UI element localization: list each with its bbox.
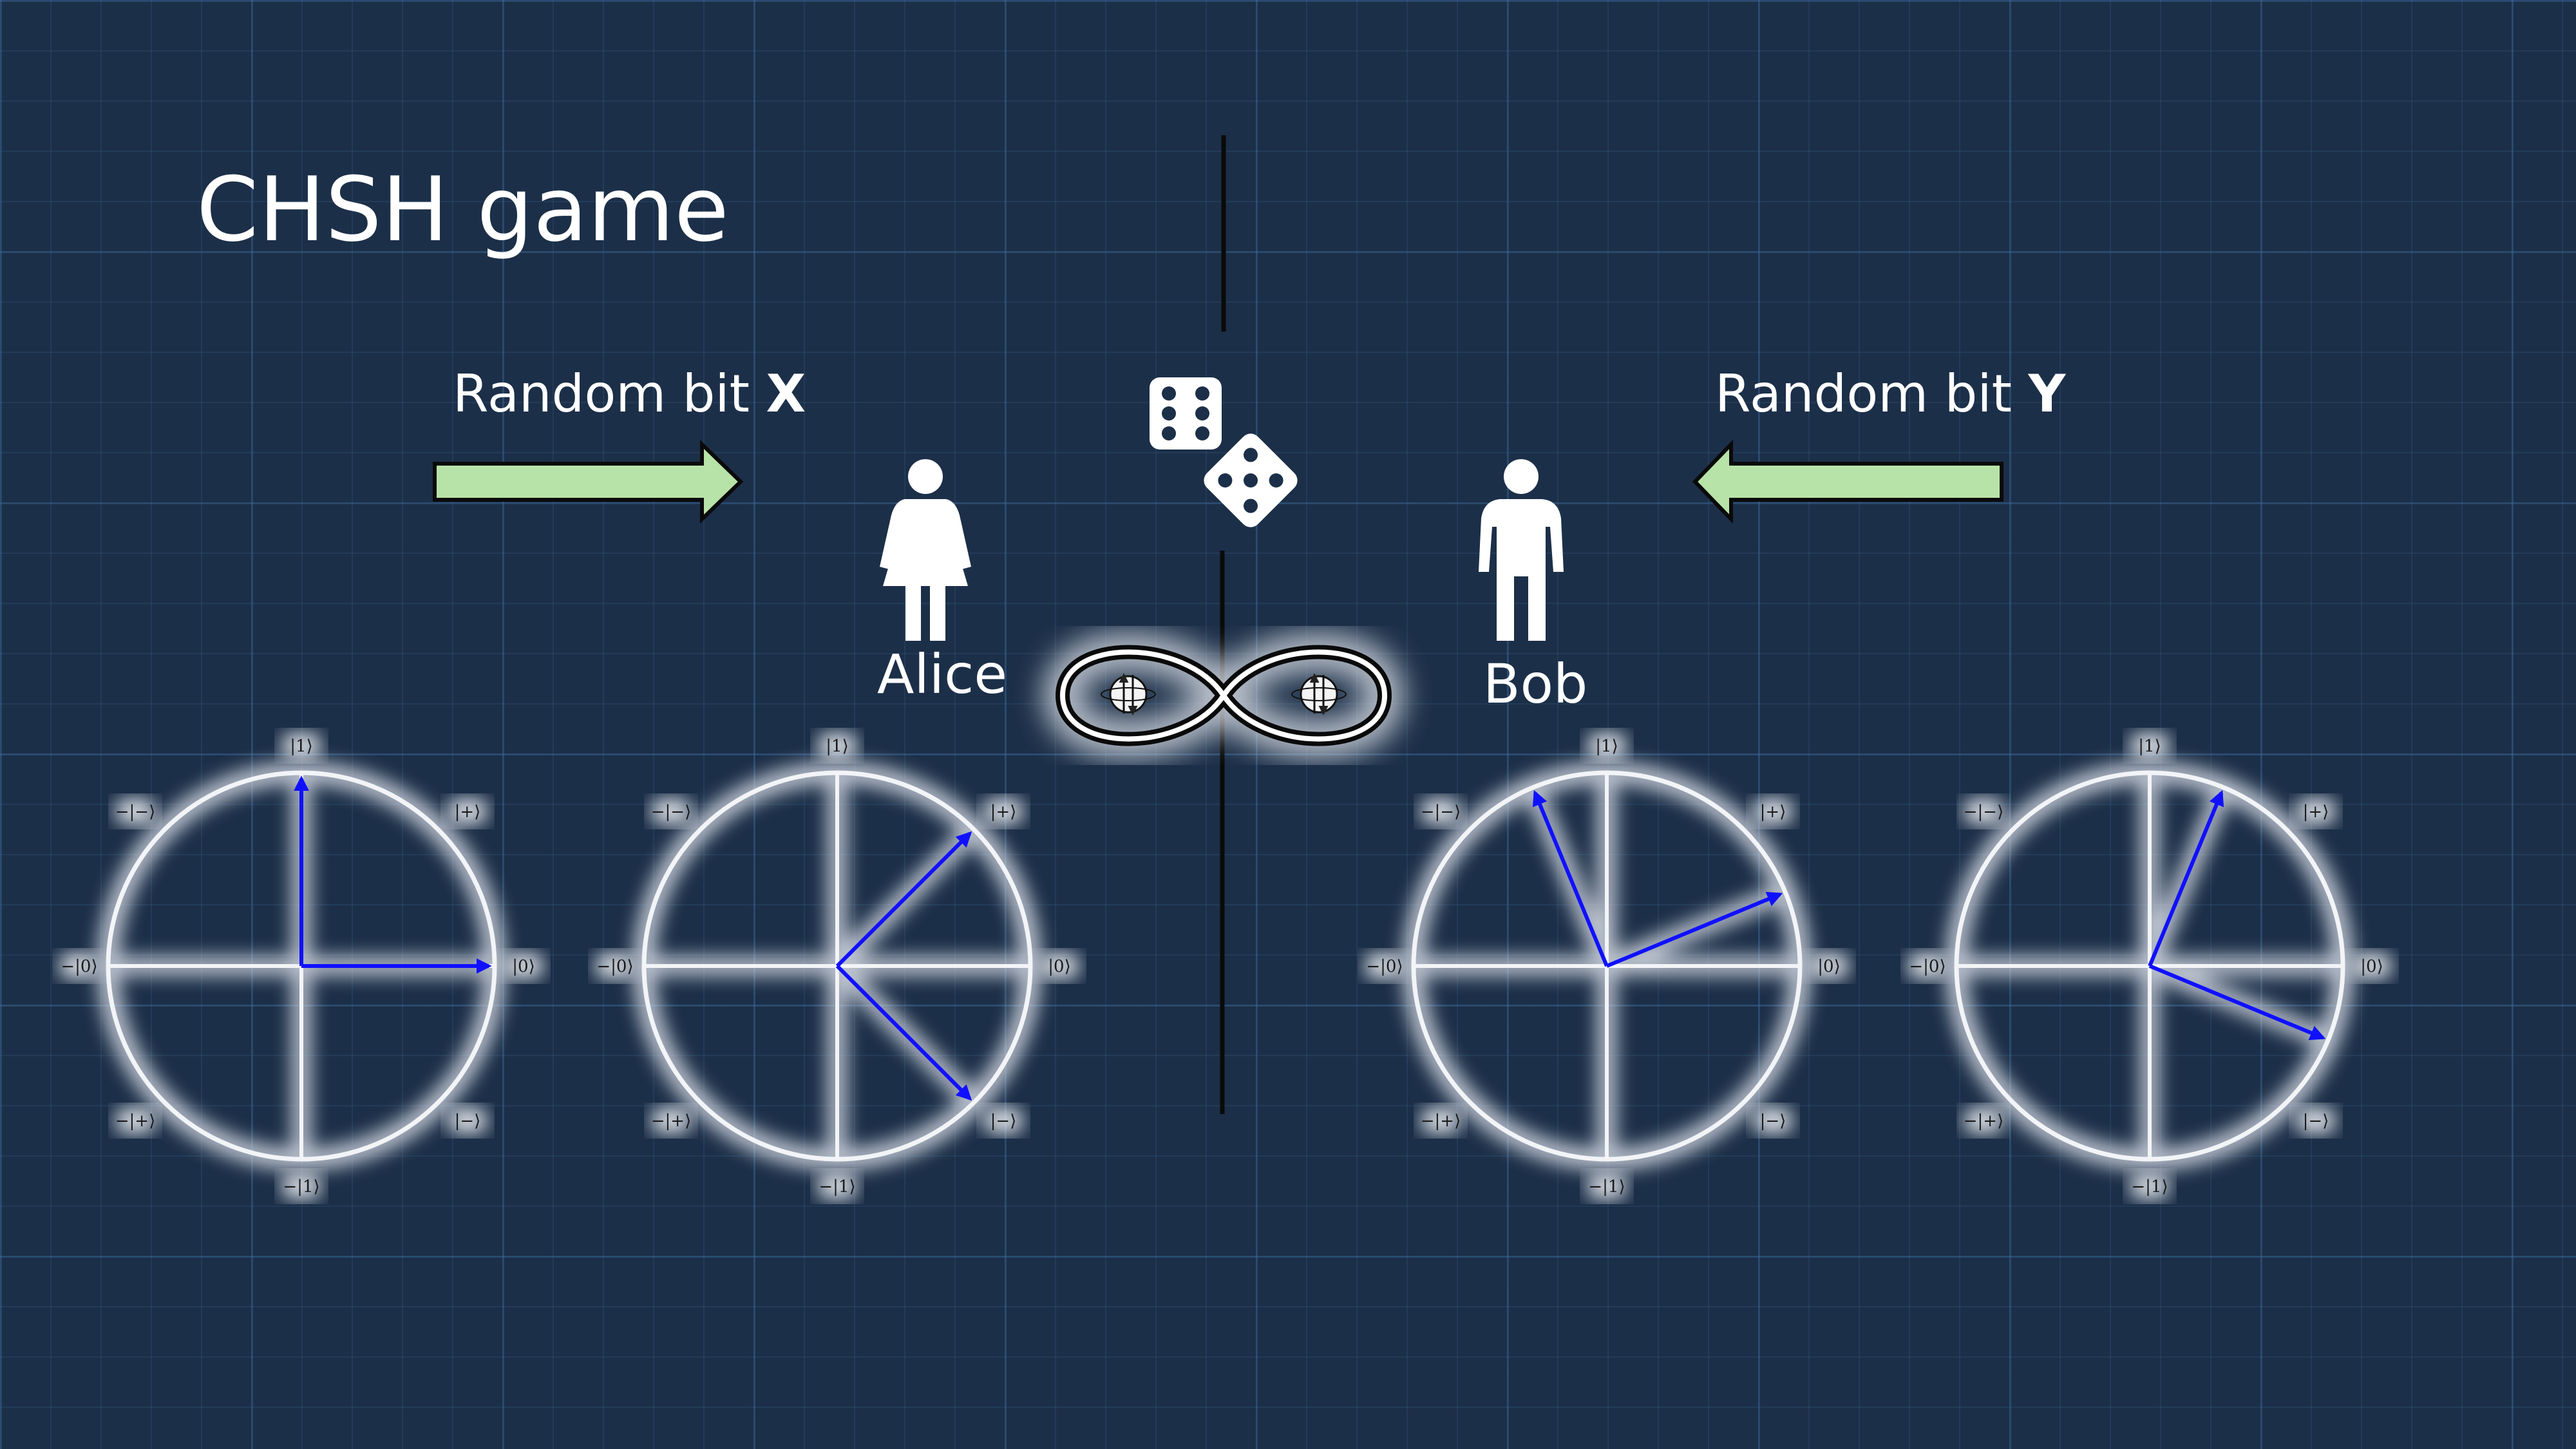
measurement-vector bbox=[835, 831, 972, 968]
state-label-plus: |+⟩ bbox=[2303, 802, 2329, 822]
state-label-minus: |−⟩ bbox=[2303, 1112, 2329, 1131]
state-label-neg-zero: −|0⟩ bbox=[61, 957, 97, 976]
state-label-neg-plus: −|+⟩ bbox=[651, 1112, 691, 1131]
state-label-neg-one: −|1⟩ bbox=[283, 1177, 319, 1197]
state-label-one: |1⟩ bbox=[290, 737, 312, 756]
measurement-vector bbox=[2148, 790, 2224, 967]
state-label-neg-zero: −|0⟩ bbox=[596, 957, 633, 976]
state-label-plus: |+⟩ bbox=[455, 802, 481, 822]
state-label-one: |1⟩ bbox=[2138, 737, 2161, 756]
state-label-neg-zero: −|0⟩ bbox=[1909, 957, 1946, 976]
state-label-zero: |0⟩ bbox=[2360, 957, 2383, 976]
state-label-plus: |+⟩ bbox=[990, 802, 1017, 822]
entanglement-infinity-icon bbox=[1043, 632, 1405, 759]
state-label-neg-minus: −|−⟩ bbox=[115, 802, 155, 822]
spin-qubit-left bbox=[1101, 673, 1156, 715]
state-label-neg-plus: −|+⟩ bbox=[115, 1112, 155, 1131]
left-arrow-icon bbox=[1692, 439, 2003, 524]
state-label-plus: |+⟩ bbox=[1760, 802, 1786, 822]
separator-line bbox=[1220, 135, 1226, 1114]
state-label-neg-zero: −|0⟩ bbox=[1366, 957, 1403, 976]
measurement-circles: |1⟩ |+⟩ |0⟩ |−⟩ −|1⟩ −|−⟩ −|0⟩ −|+⟩ |1⟩ |+⟩ |0⟩ |−⟩… bbox=[60, 733, 2391, 1199]
state-label-neg-minus: −|−⟩ bbox=[651, 802, 691, 822]
measurement-vector bbox=[2148, 964, 2326, 1041]
measurement-vector bbox=[1532, 790, 1609, 967]
random-bit-x-prefix: Random bit bbox=[453, 364, 766, 424]
spin-qubit-right bbox=[1291, 673, 1347, 715]
measurement-circle-2: |1⟩ |+⟩ |0⟩ |−⟩ −|1⟩ −|−⟩ −|0⟩ −|+⟩ bbox=[596, 733, 1079, 1199]
bob-label: Bob bbox=[1483, 652, 1588, 715]
state-label-one: |1⟩ bbox=[826, 737, 848, 756]
female-person-icon bbox=[880, 459, 971, 641]
state-label-minus: |−⟩ bbox=[990, 1112, 1017, 1131]
state-label-neg-one: −|1⟩ bbox=[1588, 1177, 1625, 1197]
state-label-neg-minus: −|−⟩ bbox=[1421, 802, 1461, 822]
state-label-neg-plus: −|+⟩ bbox=[1964, 1112, 2003, 1131]
measurement-circle-4: |1⟩ |+⟩ |0⟩ |−⟩ −|1⟩ −|−⟩ −|0⟩ −|+⟩ bbox=[1908, 733, 2391, 1199]
measurement-circle-3: |1⟩ |+⟩ |0⟩ |−⟩ −|1⟩ −|−⟩ −|0⟩ −|+⟩ bbox=[1365, 733, 1848, 1199]
state-label-neg-one: −|1⟩ bbox=[2131, 1177, 2168, 1197]
state-label-zero: |0⟩ bbox=[1817, 957, 1840, 976]
state-label-minus: |−⟩ bbox=[455, 1112, 481, 1131]
state-label-neg-one: −|1⟩ bbox=[819, 1177, 855, 1197]
random-bit-y-prefix: Random bit bbox=[1715, 364, 2029, 424]
random-bit-y-label: Random bit Y bbox=[1715, 364, 2065, 424]
state-label-one: |1⟩ bbox=[1595, 737, 1618, 756]
state-label-neg-plus: −|+⟩ bbox=[1421, 1112, 1461, 1131]
random-bit-x-variable: X bbox=[766, 364, 806, 424]
alice-label: Alice bbox=[877, 643, 1008, 706]
male-person-icon bbox=[1479, 459, 1564, 641]
state-label-zero: |0⟩ bbox=[1048, 957, 1070, 976]
random-bit-y-variable: Y bbox=[2028, 364, 2066, 424]
right-arrow-icon bbox=[433, 439, 744, 524]
measurement-circle-1: |1⟩ |+⟩ |0⟩ |−⟩ −|1⟩ −|−⟩ −|0⟩ −|+⟩ bbox=[60, 733, 543, 1199]
state-label-neg-minus: −|−⟩ bbox=[1964, 802, 2003, 822]
slide-title: CHSH game bbox=[196, 158, 729, 261]
random-bit-x-label: Random bit X bbox=[453, 364, 806, 424]
state-label-zero: |0⟩ bbox=[512, 957, 535, 976]
state-label-minus: |−⟩ bbox=[1760, 1112, 1786, 1131]
measurement-vector bbox=[835, 964, 972, 1101]
dice-icon bbox=[1150, 377, 1298, 527]
measurement-vector bbox=[1605, 891, 1783, 968]
